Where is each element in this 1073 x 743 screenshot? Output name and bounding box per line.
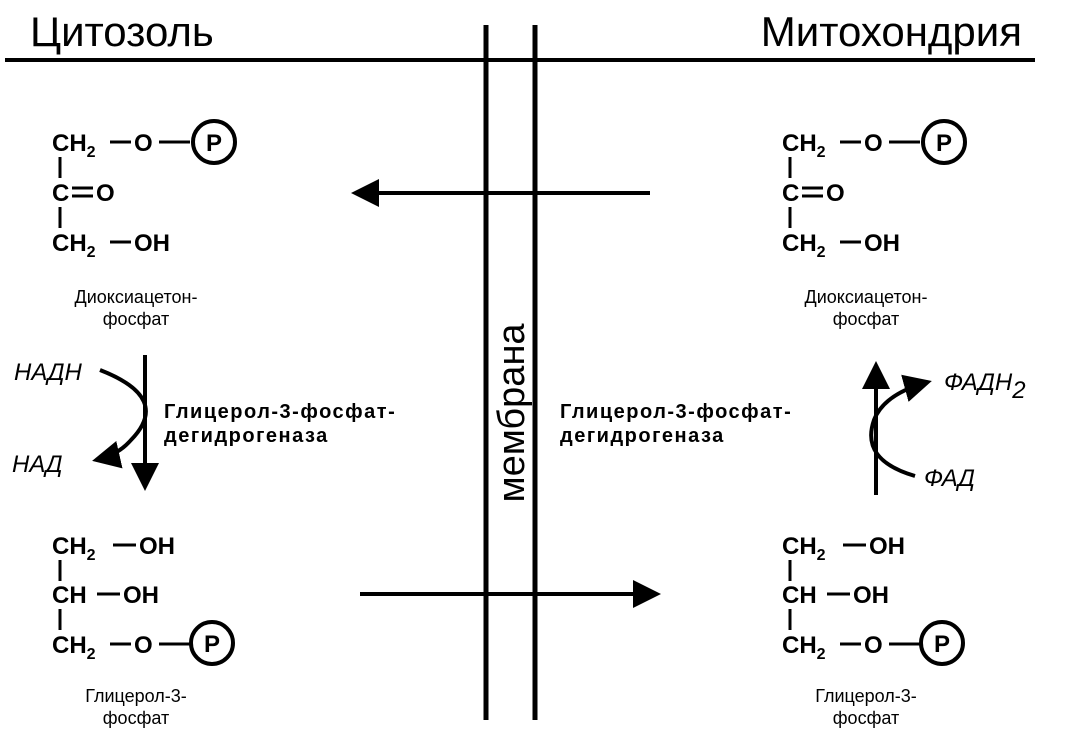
formula-o: O: [134, 130, 153, 157]
formula-o: O: [864, 632, 883, 659]
formula-oh: OH: [869, 533, 905, 560]
cytosol-header: Цитозоль: [30, 8, 214, 55]
phosphate-circle-icon: [189, 620, 235, 666]
formula-ch2: CH2: [52, 130, 96, 161]
g3p-structure-mitochondria: CH2 OH CH OH CH2 O P: [782, 533, 965, 666]
phosphate-symbol: P: [936, 130, 952, 157]
dhap-caption-line2: фосфат: [833, 309, 900, 329]
dhap-caption-line1: Диоксиацетон-: [805, 287, 928, 307]
g3p-caption-line2: фосфат: [833, 708, 900, 728]
formula-ch2: CH2: [52, 533, 96, 564]
formula-o: O: [134, 632, 153, 659]
membrane-label: мембрана: [491, 323, 533, 503]
enzyme-label-cytosol-line1: Глицерол-3-фосфат-: [164, 401, 396, 423]
formula-c: C: [52, 180, 69, 207]
dhap-structure-cytosol: CH2 O P C O CH2 OH: [52, 119, 237, 261]
g3p-caption-line1: Глицерол-3-: [815, 686, 917, 706]
formula-ch2: CH2: [782, 533, 826, 564]
formula-oh: OH: [139, 533, 175, 560]
formula-oh: OH: [134, 230, 170, 257]
formula-o: O: [96, 180, 115, 207]
formula-oh: OH: [123, 582, 159, 609]
mitochondria-header: Митохондрия: [761, 8, 1022, 55]
formula-o: O: [826, 180, 845, 207]
phosphate-symbol: P: [934, 631, 950, 658]
nadh-to-nad-curved-arrow: [92, 368, 148, 469]
formula-ch2: CH2: [52, 632, 96, 663]
dhap-caption-line1: Диоксиацетон-: [75, 287, 198, 307]
formula-ch2: CH2: [782, 130, 826, 161]
dhap-caption-line2: фосфат: [103, 309, 170, 329]
fad-to-fadh2-curved-arrow: [869, 374, 932, 478]
enzyme-label-mitochondria-line2: дегидрогеназа: [560, 425, 725, 447]
enzyme-label-mitochondria-line1: Глицерол-3-фосфат-: [560, 401, 792, 423]
formula-ch: CH: [52, 582, 87, 609]
fad-label: ФАД: [924, 465, 975, 492]
formula-c: C: [782, 180, 799, 207]
fadh2-label: ФАДН2: [944, 369, 1026, 404]
g3p-structure-cytosol: CH2 OH CH OH CH2 O P: [52, 533, 235, 666]
formula-ch2: CH2: [782, 632, 826, 663]
nadh-label: НАДН: [14, 359, 83, 386]
phosphate-symbol: P: [206, 130, 222, 157]
formula-o: O: [864, 130, 883, 157]
formula-oh: OH: [853, 582, 889, 609]
formula-ch2: CH2: [52, 230, 96, 261]
phosphate-circle-icon: [919, 620, 965, 666]
g3p-caption-line1: Глицерол-3-: [85, 686, 187, 706]
dhap-structure-mitochondria: CH2 O P C O CH2 OH: [782, 119, 967, 261]
g3p-caption-line2: фосфат: [103, 708, 170, 728]
enzyme-label-cytosol-line2: дегидрогеназа: [164, 425, 329, 447]
nad-label: НАД: [12, 451, 63, 478]
formula-oh: OH: [864, 230, 900, 257]
phosphate-circle-icon: [191, 119, 237, 165]
phosphate-circle-icon: [921, 119, 967, 165]
phosphate-symbol: P: [204, 631, 220, 658]
formula-ch2: CH2: [782, 230, 826, 261]
formula-ch: CH: [782, 582, 817, 609]
